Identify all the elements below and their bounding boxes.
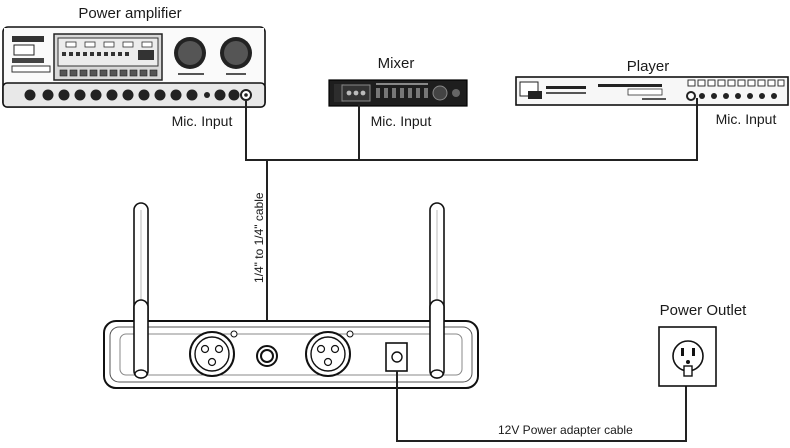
audio-cable-label: 1/4" to 1/4" cable	[252, 192, 266, 283]
xlr-output-right	[305, 330, 354, 377]
power-outlet-title: Power Outlet	[660, 302, 748, 319]
power-cable-label: 12V Power adapter cable	[498, 423, 633, 437]
power-cable-wire	[396, 371, 687, 442]
power-amplifier-title: Power amplifier	[78, 5, 181, 22]
wireless-receiver	[103, 202, 479, 389]
xlr-output-left	[189, 330, 238, 377]
dc-power-jack	[385, 342, 408, 372]
player-mic-input-jack	[686, 91, 696, 101]
player-mic-input-label: Mic. Input	[716, 111, 777, 127]
mixer-device: Mixer Mic. Input	[328, 55, 468, 129]
mixer-title: Mixer	[378, 55, 415, 72]
power-outlet: Power Outlet	[658, 302, 748, 387]
player-title: Player	[627, 58, 670, 75]
amp-mic-input-label: Mic. Input	[172, 113, 233, 129]
player-device: Player Mic. Input	[515, 58, 789, 127]
quarter-inch-output-jack	[256, 345, 278, 367]
audio-cable-wires	[245, 98, 698, 340]
mixer-mic-input-label: Mic. Input	[371, 113, 432, 129]
power-amplifier-device: Power amplifier	[2, 5, 266, 129]
